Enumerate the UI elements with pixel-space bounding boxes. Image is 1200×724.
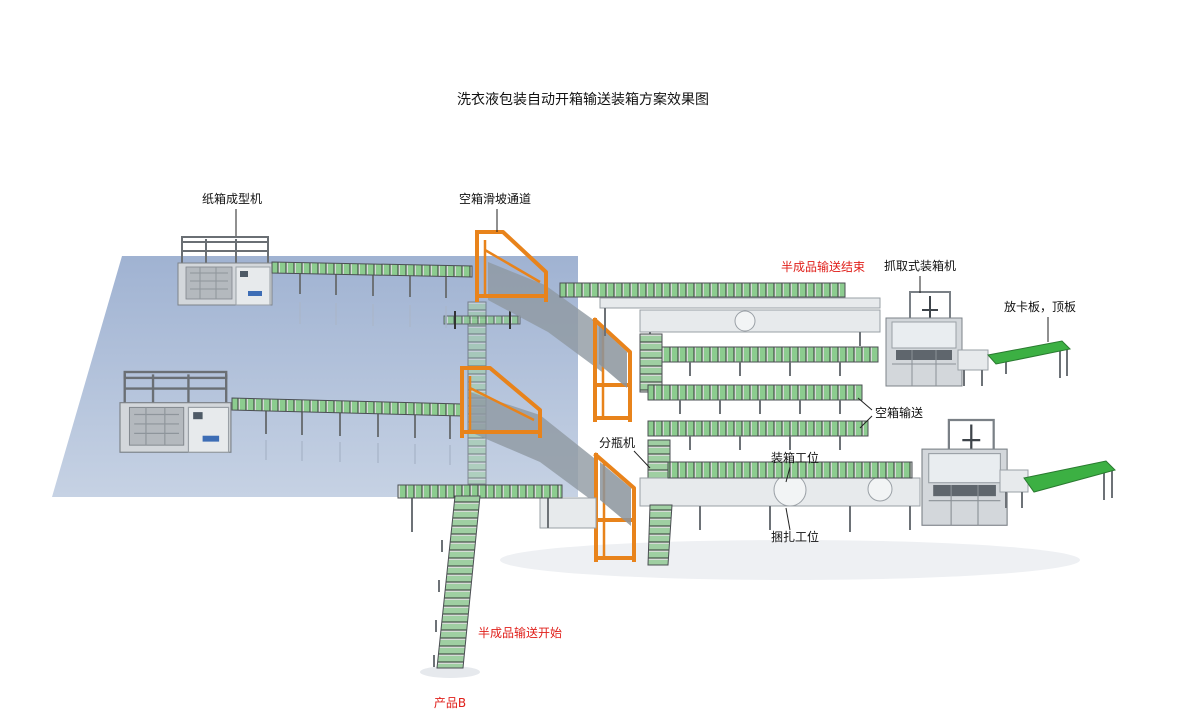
upper-line-turntable: [734, 310, 756, 332]
floor-shadow-bottom: [420, 666, 480, 678]
conveyor-empty-box-upper-legs: [689, 362, 841, 376]
infeed-conveyor-legs: [433, 540, 443, 667]
label-empty-box-conveyor: 空箱输送: [875, 405, 923, 420]
upper-chute-frame: [475, 230, 548, 302]
conveyor-semi-product-end: [559, 282, 846, 298]
lower-chute-frame: [460, 366, 542, 438]
carton-former-upper: [177, 236, 273, 306]
bottom-cross-conveyor-legs: [411, 498, 549, 532]
label-packing-station: 装箱工位: [771, 450, 819, 465]
pick-case-packer-upper: [885, 291, 963, 387]
conveyor-turn-upper: [639, 333, 663, 393]
green-conveyor-lower: [1023, 460, 1116, 493]
label-pick-case-packer: 抓取式装箱机: [884, 258, 956, 273]
bottom-support-block: [539, 497, 597, 529]
upper-line-beam: [599, 297, 881, 309]
callout-empty-box-conveyor: [857, 397, 873, 429]
packing-station-turntable: [773, 473, 807, 507]
label-bottle-divider: 分瓶机: [599, 436, 635, 450]
green-conveyor-upper: [987, 340, 1072, 365]
conveyor-empty-box-lower: [647, 420, 869, 437]
callout-bottle-divider: [633, 450, 651, 469]
board-station-lower: [999, 469, 1029, 493]
label-product-b: 产品B: [434, 696, 466, 710]
upper-ladder-frame: [592, 317, 632, 422]
board-station-upper: [957, 349, 989, 371]
green-conveyor-lower-legs: [1103, 468, 1113, 500]
upper-ladder-slab: [599, 326, 627, 388]
lower-line-legs: [699, 506, 911, 532]
upper-former-conveyor: [271, 261, 473, 278]
board-station-upper-legs: [963, 370, 983, 386]
conveyor-cross-platform: [443, 315, 521, 325]
label-carton-former: 纸箱成型机: [202, 191, 262, 206]
conveyor-packing-line: [667, 461, 913, 479]
upper-former-conveyor-legs: [299, 272, 447, 298]
upper-chute-frame-inner: [483, 240, 541, 298]
conveyor-empty-box-middle: [647, 384, 863, 401]
label-pallet-board: 放卡板，顶板: [1004, 299, 1076, 314]
lower-ladder-slab: [600, 462, 631, 526]
label-semi-product-end: 半成品输送结束: [781, 259, 865, 274]
label-empty-box-chute: 空箱滑坡通道: [459, 191, 531, 206]
lower-chute-frame-inner: [468, 376, 535, 434]
cross-markers: [454, 311, 511, 329]
pick-case-packer-lower: [920, 418, 1009, 527]
conveyor-empty-box-upper: [661, 346, 879, 363]
lower-chute-slab: [470, 392, 594, 502]
label-semi-product-start: 半成品输送开始: [478, 625, 562, 640]
floor-shadow-right: [500, 540, 1080, 580]
green-conveyor-upper-legs: [1005, 347, 1068, 378]
conveyor-empty-box-middle-legs: [679, 400, 841, 414]
board-station-lower-legs: [1005, 492, 1023, 508]
upper-former-conveyor-legs-reflection: [299, 302, 447, 328]
upper-chute-slab: [488, 262, 602, 372]
callout-strapping-station: [785, 507, 791, 531]
label-strapping-station: 捆扎工位: [771, 529, 819, 544]
conveyor-empty-box-lower-legs: [689, 436, 841, 450]
upper-line-base: [639, 309, 881, 333]
strapping-station-turntable: [867, 476, 893, 502]
infeed-conveyor-semi-product: [436, 495, 481, 669]
conveyor-outlet-lower: [647, 504, 673, 566]
lower-former-conveyor-legs-reflection: [265, 440, 451, 465]
diagram-title: 洗衣液包装自动开箱输送装箱方案效果图: [457, 91, 709, 108]
lower-former-conveyor-legs: [265, 410, 451, 439]
bottom-cross-conveyor: [397, 484, 563, 499]
conveyor-through-platform: [467, 301, 487, 485]
callout-packing-station: [785, 466, 791, 483]
